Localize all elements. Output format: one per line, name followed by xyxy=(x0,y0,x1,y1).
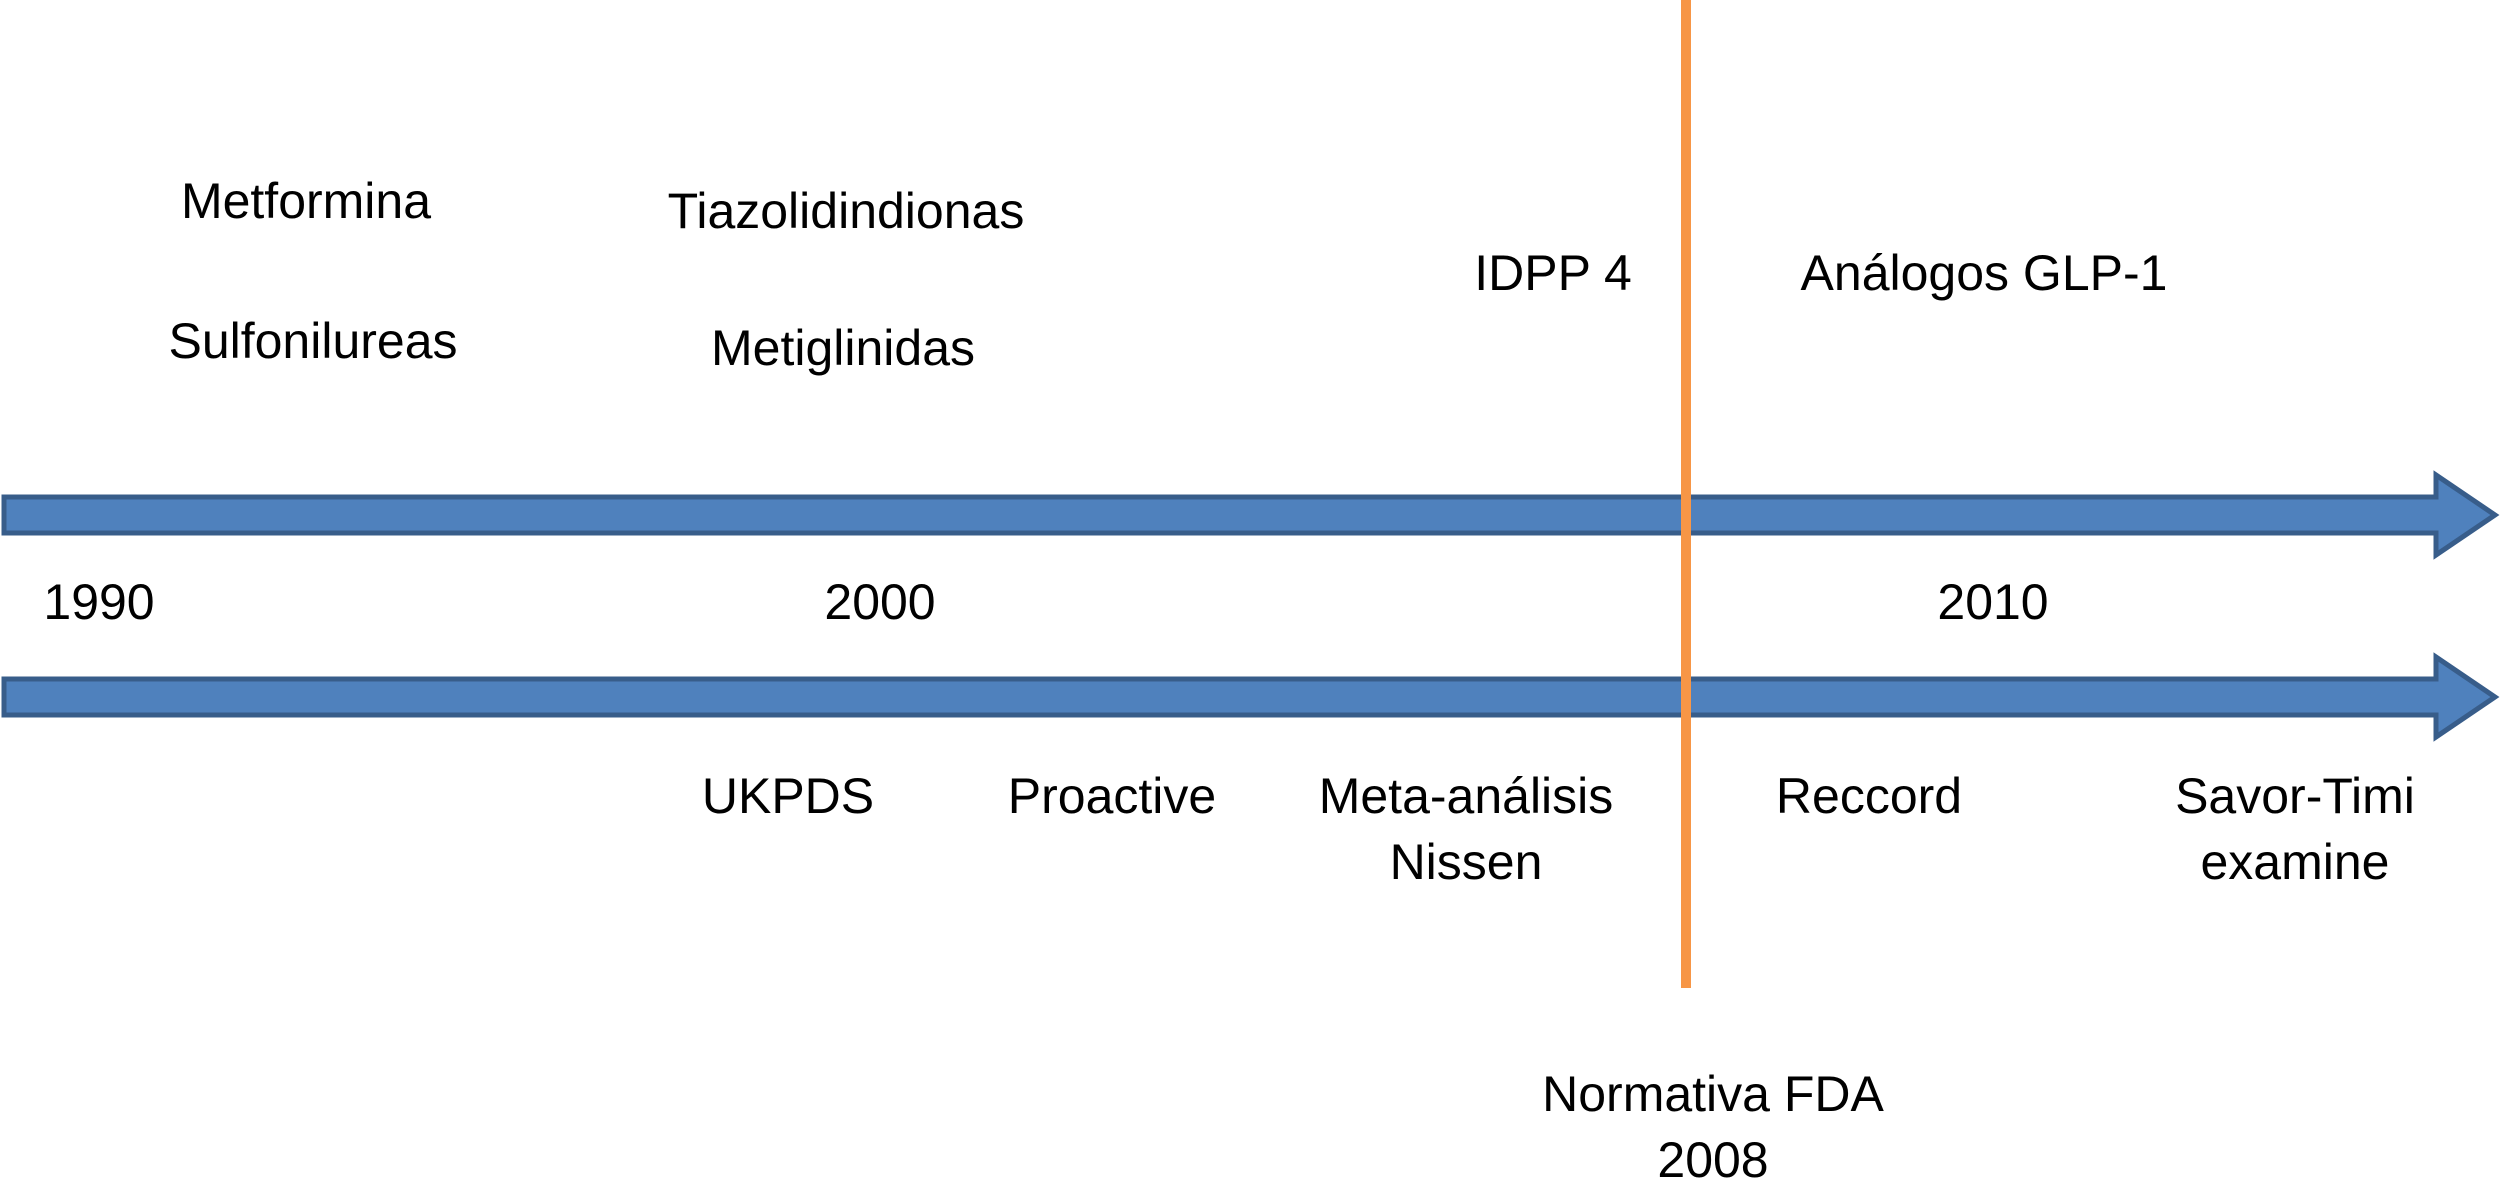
fda-marker-label: Normativa FDA 2008 xyxy=(1542,1066,1884,1188)
drug-label-metiglinidas: Metiglinidas xyxy=(710,320,976,376)
trial-label-reccord: Reccord xyxy=(1775,768,1963,824)
drug-label-metformina: Metformina xyxy=(180,173,432,229)
year-label-1990: 1990 xyxy=(43,574,155,630)
trial-label-meta-analisis: Meta-análisis Nissen xyxy=(1318,768,1614,890)
trial-timeline-arrow xyxy=(1,652,2500,742)
trial-label-savor-timi: Savor-Timi examine xyxy=(2175,768,2415,890)
drug-label-sulfonilureas: Sulfonilureas xyxy=(168,313,458,369)
drug-timeline-arrow xyxy=(1,470,2500,560)
drug-label-idpp4: IDPP 4 xyxy=(1474,245,1632,301)
year-label-2000: 2000 xyxy=(824,574,936,630)
drug-label-glp1: Análogos GLP-1 xyxy=(1800,245,2168,301)
year-label-2010: 2010 xyxy=(1937,574,2049,630)
drug-label-tiazolidindionas: Tiazolidindionas xyxy=(667,183,1025,239)
trial-label-proactive: Proactive xyxy=(1007,768,1217,824)
trial-label-ukpds: UKPDS xyxy=(701,768,875,824)
